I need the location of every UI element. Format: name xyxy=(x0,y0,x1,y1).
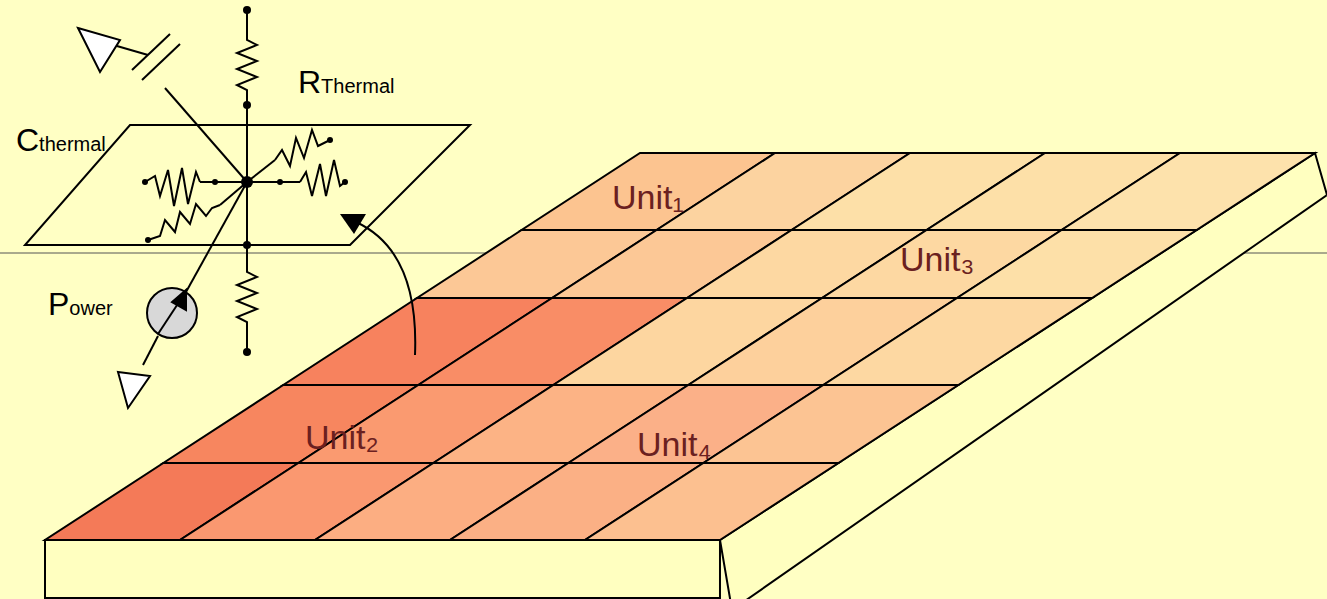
chip-slab xyxy=(45,153,1327,599)
wire xyxy=(143,336,158,365)
resistor-symbol xyxy=(145,168,200,206)
thermal-cell xyxy=(585,463,838,540)
thermal-cell xyxy=(703,385,958,463)
ground-triangle xyxy=(118,372,150,408)
zoom-arrow xyxy=(356,222,415,355)
resistor-label: RThermal xyxy=(298,66,394,98)
resistor-symbol xyxy=(148,204,220,240)
power-source xyxy=(147,288,197,338)
arrow-head xyxy=(340,214,366,234)
resistor-symbol xyxy=(237,10,257,182)
source-arrow xyxy=(172,290,186,310)
wire xyxy=(200,181,247,183)
capacitor-label: Cthermal xyxy=(16,124,106,156)
ground-triangle xyxy=(78,28,120,72)
resistor-symbol xyxy=(237,182,257,352)
power-label: Power xyxy=(48,288,113,320)
resistor-symbol xyxy=(300,160,345,196)
wire xyxy=(186,182,247,292)
thermal-cell xyxy=(1062,153,1315,230)
rc-schematic xyxy=(25,6,470,408)
thermal-cell xyxy=(823,298,1092,385)
unit-label: Unit₄ xyxy=(637,427,711,461)
thermal-cell xyxy=(957,230,1197,298)
unit-label: Unit₁ xyxy=(612,180,684,214)
wire xyxy=(165,88,247,182)
resistor-symbol xyxy=(275,130,330,166)
unit-label: Unit₂ xyxy=(305,420,379,454)
capacitor-plate xyxy=(142,44,180,80)
slab-front xyxy=(45,540,720,598)
unit-label: Unit₃ xyxy=(900,242,974,276)
wire xyxy=(247,181,300,183)
